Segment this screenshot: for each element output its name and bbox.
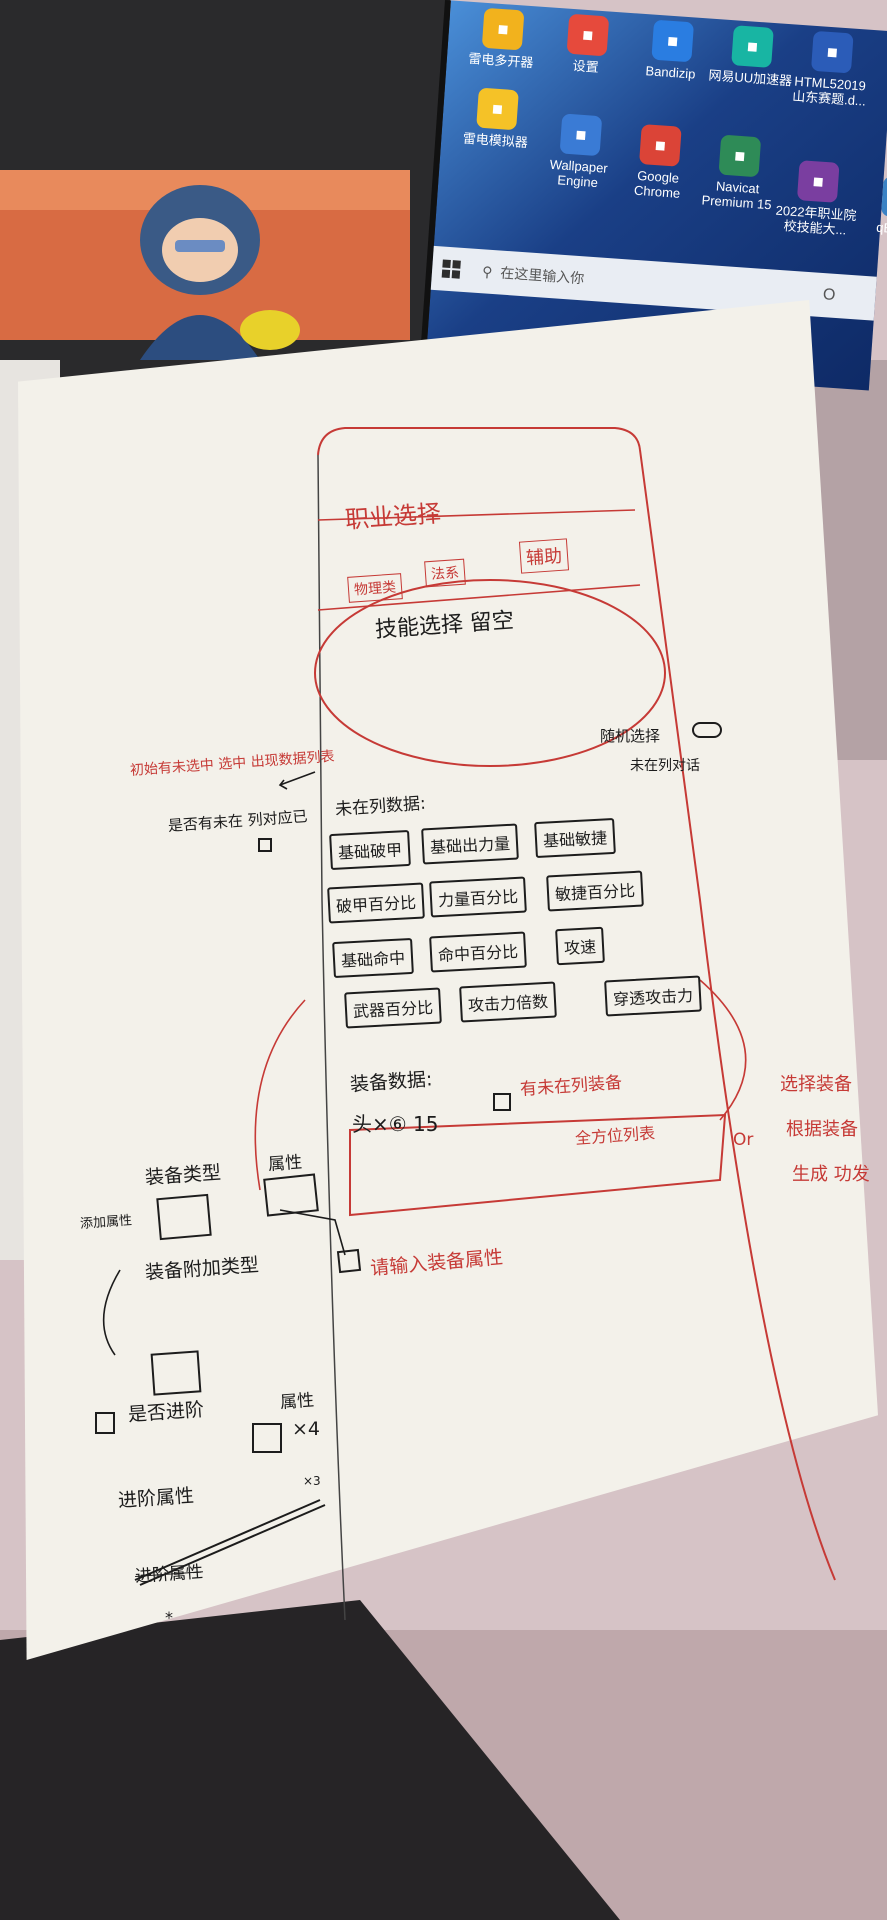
right-or: Or xyxy=(733,1130,754,1150)
paper-sheet xyxy=(18,300,878,1660)
right-note-line-1: 根据装备 xyxy=(786,1119,858,1140)
attr-chip-9[interactable]: 武器百分比 xyxy=(344,987,442,1029)
attr-chip-6[interactable]: 基础命中 xyxy=(332,937,414,979)
attach-add-box[interactable] xyxy=(336,1248,362,1274)
upgrade-attr-label-2: 进阶属性 xyxy=(117,1484,195,1512)
attr-chip-5[interactable]: 敏捷百分比 xyxy=(546,870,644,912)
figurine-illustration xyxy=(140,185,300,360)
attr-label: 属性 xyxy=(267,1152,303,1175)
job-tab-0[interactable]: 物理类 xyxy=(347,573,403,603)
upgrade-checkbox[interactable] xyxy=(95,1412,115,1434)
attr-select[interactable] xyxy=(263,1173,319,1217)
sketch-title: 职业选择 xyxy=(344,499,442,534)
equip-checkbox[interactable] xyxy=(493,1093,511,1111)
attr-chip-0[interactable]: 基础破甲 xyxy=(329,829,411,871)
right-note-line-2: 生成 功发 xyxy=(792,1164,870,1185)
attach-type-select[interactable] xyxy=(150,1350,202,1396)
upgrade-attr-select[interactable] xyxy=(252,1423,282,1453)
attr-chip-11[interactable]: 穿透攻击力 xyxy=(604,975,702,1017)
equip-type-select[interactable] xyxy=(156,1193,212,1241)
strikethrough-label: 进阶属性 xyxy=(134,1562,204,1587)
random-note: 未在列对话 xyxy=(630,758,700,774)
attr-chip-2[interactable]: 基础敏捷 xyxy=(534,817,616,859)
add-attr-label: 添加属性 xyxy=(79,1213,133,1232)
left-note-checkbox[interactable] xyxy=(258,838,272,852)
equip-heading: 装备数据: xyxy=(349,1068,434,1096)
job-tab-2[interactable]: 辅助 xyxy=(518,538,570,574)
job-tab-1[interactable]: 法系 xyxy=(424,558,466,588)
random-select-label: 随机选择 xyxy=(600,727,661,745)
attr-chip-7[interactable]: 命中百分比 xyxy=(429,931,527,973)
right-note-line-0: 选择装备 xyxy=(780,1074,852,1095)
upgrade-attr-label: 属性 xyxy=(279,1390,315,1413)
attr-chip-8[interactable]: 攻速 xyxy=(555,926,605,966)
equip-type-label: 装备类型 xyxy=(144,1161,222,1189)
attr-chip-1[interactable]: 基础出力量 xyxy=(421,823,519,865)
upgrade-checkbox-label: 是否进阶 xyxy=(127,1398,205,1426)
star-mark: * xyxy=(165,1608,173,1627)
attr-chip-10[interactable]: 攻击力倍数 xyxy=(459,981,557,1023)
attr-chip-3[interactable]: 破甲百分比 xyxy=(327,882,425,924)
attr-chip-4[interactable]: 力量百分比 xyxy=(429,876,527,918)
equip-count: 头×⑥ 15 xyxy=(352,1112,439,1136)
random-toggle[interactable] xyxy=(692,722,722,738)
upgrade-x3: ×3 xyxy=(303,1474,321,1488)
upgrade-times: ×4 xyxy=(292,1418,321,1440)
